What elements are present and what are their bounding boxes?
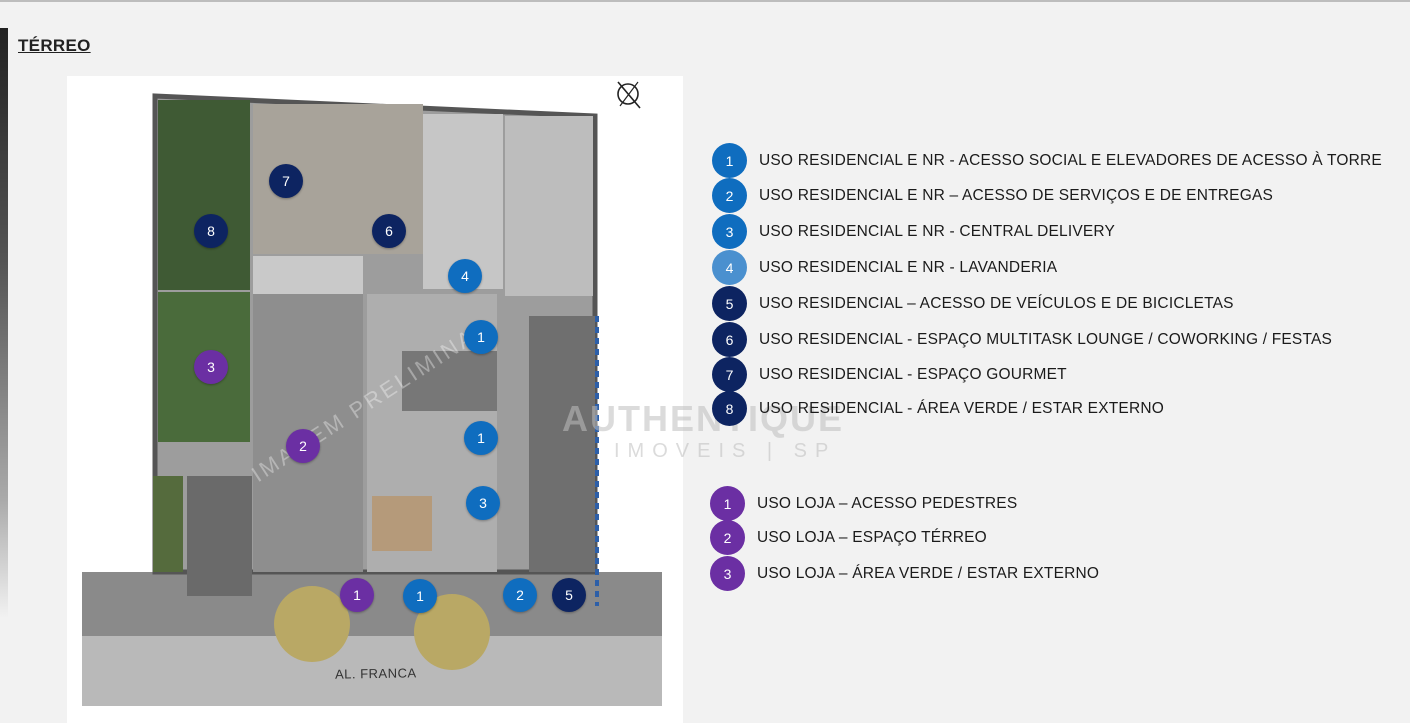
marker-number: 1	[416, 588, 424, 604]
legend-label: USO RESIDENCIAL E NR - ACESSO SOCIAL E E…	[759, 151, 1382, 169]
compass-icon	[617, 81, 641, 109]
legend-marker: 3	[710, 556, 745, 591]
legend-item-residential-6: 6 USO RESIDENCIAL - ESPAÇO MULTITASK LOU…	[712, 322, 1332, 357]
top-border	[0, 0, 1410, 2]
lobby-rug	[372, 496, 432, 551]
stairs-block	[402, 351, 497, 411]
green-strip	[153, 476, 183, 572]
legend-label: USO RESIDENCIAL – ACESSO DE VEÍCULOS E D…	[759, 294, 1234, 312]
legend-label: USO RESIDENCIAL - ESPAÇO GOURMET	[759, 365, 1067, 383]
plan-marker-5-vehicles: 5	[552, 578, 586, 612]
floor-plan-panel: IMAGEM PRELIMINAR AL. FRANCA 7 8 6 4 1 3…	[67, 76, 683, 723]
legend-item-store-1: 1 USO LOJA – ACESSO PEDESTRES	[710, 486, 1017, 521]
legend-item-residential-3: 3 USO RESIDENCIAL E NR - CENTRAL DELIVER…	[712, 214, 1115, 249]
marker-number: 1	[353, 587, 361, 603]
legend-item-residential-4: 4 USO RESIDENCIAL E NR - LAVANDERIA	[712, 250, 1057, 285]
legend-marker: 1	[712, 143, 747, 178]
watermark-subtitle: IMOVEIS | SP	[614, 440, 837, 462]
marker-number: 3	[479, 495, 487, 511]
legend-item-store-2: 2 USO LOJA – ESPAÇO TÉRREO	[710, 520, 987, 555]
plan-marker-7-gourmet: 7	[269, 164, 303, 198]
legend-label: USO LOJA – ACESSO PEDESTRES	[757, 494, 1018, 512]
legend-marker: 2	[712, 178, 747, 213]
marker-number: 1	[477, 430, 485, 446]
plan-marker-1-pedestrian: 1	[340, 578, 374, 612]
street-area	[82, 636, 662, 706]
legend-label: USO RESIDENCIAL E NR - CENTRAL DELIVERY	[759, 222, 1116, 240]
plan-marker-1-elevators: 1	[464, 421, 498, 455]
plan-marker-4-laundry: 4	[448, 259, 482, 293]
legend-marker: 5	[712, 286, 747, 321]
legend-item-residential-2: 2 USO RESIDENCIAL E NR – ACESSO DE SERVI…	[712, 178, 1273, 213]
green-area-top	[158, 100, 250, 290]
legend-label: USO LOJA – ÁREA VERDE / ESTAR EXTERNO	[757, 564, 1100, 582]
legend-label: USO RESIDENCIAL - ESPAÇO MULTITASK LOUNG…	[759, 330, 1333, 348]
marker-number: 3	[207, 359, 215, 375]
marker-number: 7	[282, 173, 290, 189]
plan-marker-6-lounge: 6	[372, 214, 406, 248]
plan-marker-1-social-entry: 1	[403, 579, 437, 613]
legend-item-residential-8: 8 USO RESIDENCIAL - ÁREA VERDE / ESTAR E…	[712, 391, 1164, 426]
marker-number: 5	[565, 587, 573, 603]
plan-marker-1-social-access: 1	[464, 320, 498, 354]
tree-left	[274, 586, 350, 662]
watermark-brand: AUTHENTIQUE	[562, 398, 844, 439]
plan-marker-2-store-space: 2	[286, 429, 320, 463]
legend-marker: 7	[712, 357, 747, 392]
marker-number: 2	[516, 587, 524, 603]
legend-item-store-3: 3 USO LOJA – ÁREA VERDE / ESTAR EXTERNO	[710, 556, 1099, 591]
legend-marker: 3	[712, 214, 747, 249]
plan-marker-3-store-green: 3	[194, 350, 228, 384]
legend-marker: 8	[712, 391, 747, 426]
legend-marker: 1	[710, 486, 745, 521]
kitchen-counter	[253, 256, 363, 296]
legend-item-residential-5: 5 USO RESIDENCIAL – ACESSO DE VEÍCULOS E…	[712, 286, 1234, 321]
storage-rooms	[505, 116, 593, 296]
legend-item-residential-1: 1 USO RESIDENCIAL E NR - ACESSO SOCIAL E…	[712, 143, 1382, 178]
marker-number: 1	[477, 329, 485, 345]
entrance-paving	[187, 476, 252, 596]
plan-marker-3-delivery: 3	[466, 486, 500, 520]
plan-marker-8-green-area: 8	[194, 214, 228, 248]
street-label: AL. FRANCA	[334, 665, 417, 682]
legend-marker: 2	[710, 520, 745, 555]
legend-marker: 4	[712, 250, 747, 285]
marker-number: 4	[461, 268, 469, 284]
left-accent-bar	[0, 28, 8, 618]
tree-right	[414, 594, 490, 670]
marker-number: 8	[207, 223, 215, 239]
marker-number: 6	[385, 223, 393, 239]
plan-marker-2-service-entry: 2	[503, 578, 537, 612]
legend-label: USO RESIDENCIAL E NR – ACESSO DE SERVIÇO…	[759, 186, 1274, 204]
legend-label: USO LOJA – ESPAÇO TÉRREO	[757, 528, 987, 546]
legend-label: USO RESIDENCIAL E NR - LAVANDERIA	[759, 258, 1058, 276]
legend-item-residential-7: 7 USO RESIDENCIAL - ESPAÇO GOURMET	[712, 357, 1067, 392]
page-title: TÉRREO	[18, 36, 91, 55]
legend-label: USO RESIDENCIAL - ÁREA VERDE / ESTAR EXT…	[759, 399, 1164, 417]
marker-number: 2	[299, 438, 307, 454]
legend-marker: 6	[712, 322, 747, 357]
driveway	[529, 316, 595, 572]
